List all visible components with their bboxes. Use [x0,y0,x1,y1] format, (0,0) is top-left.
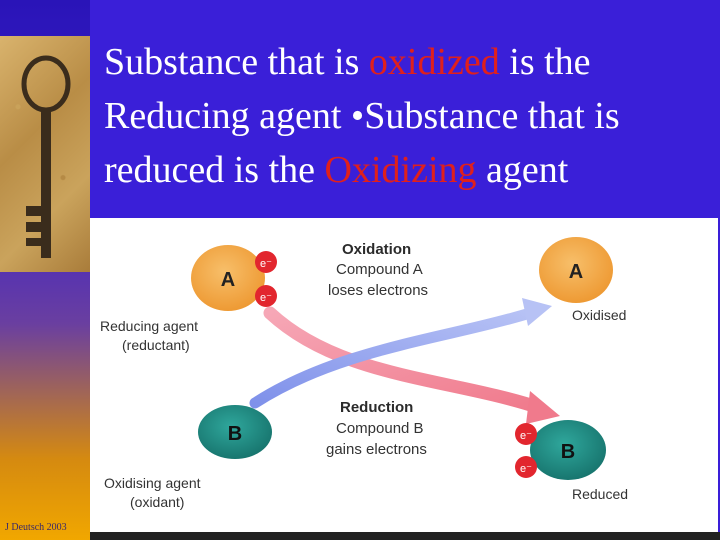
compound-a-label: A [221,269,235,291]
oxidation-line-1: Compound A [336,261,423,278]
title-highlight-oxidized: oxidized [369,41,500,83]
footer-credit: J Deutsch 2003 [5,522,67,533]
electron-label: e⁻ [520,430,532,442]
bottom-border [90,532,720,540]
electron-label: e⁻ [260,292,272,304]
title-part-1: Substance that is [104,41,369,83]
electron-label: e⁻ [260,258,272,270]
title-part-5: agent [477,149,569,191]
compound-b-reduced-label: B [561,441,575,463]
electron-label: e⁻ [520,463,532,475]
redox-diagram-svg: A e⁻ e⁻ A B B e⁻ e⁻ Oxidation Compound A… [90,218,718,532]
oxidation-arrowhead [522,298,552,326]
redox-diagram: A e⁻ e⁻ A B B e⁻ e⁻ Oxidation Compound A… [90,218,718,532]
title-area: Substance that is oxidized is the Reduci… [90,0,720,218]
oxidising-agent-label: Oxidising agent [104,475,201,491]
compound-b-label: B [228,423,242,445]
compound-a-oxidised-label: A [569,261,583,283]
key-icon [0,36,90,272]
oxidation-line-2: loses electrons [328,282,428,299]
electron-transfer-arrowhead [526,391,560,424]
oxidised-label: Oxidised [572,307,626,323]
key-image [0,36,90,272]
reduction-heading: Reduction [340,399,413,416]
reduction-line-2: gains electrons [326,441,427,458]
slide-title: Substance that is oxidized is the Reduci… [104,35,712,197]
reductant-label: (reductant) [122,337,190,353]
reduced-label: Reduced [572,486,628,502]
reducing-agent-label: Reducing agent [100,318,198,334]
oxidation-heading: Oxidation [342,241,411,258]
electron-transfer-arrow [270,313,540,408]
oxidant-label: (oxidant) [130,494,184,510]
title-highlight-oxidizing: Oxidizing [325,149,477,191]
reduction-line-1: Compound B [336,420,424,437]
